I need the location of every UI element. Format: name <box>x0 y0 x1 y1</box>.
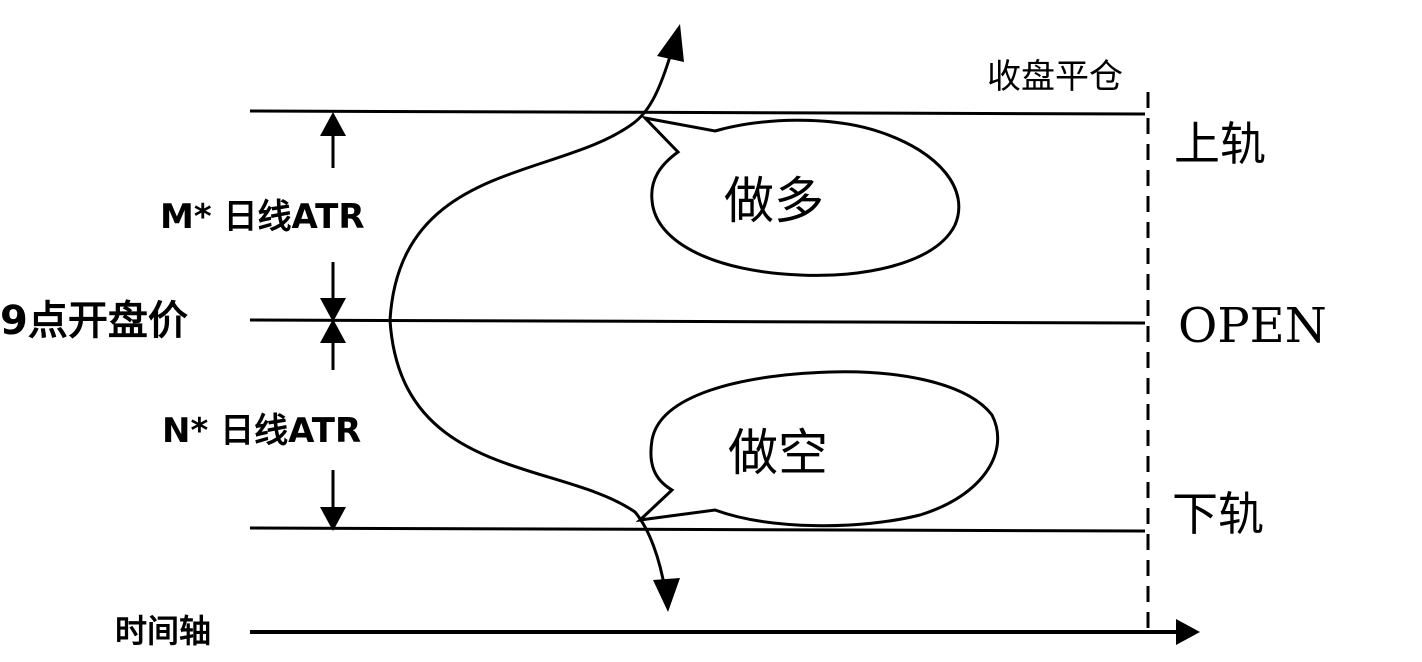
open-label: OPEN <box>1178 298 1327 354</box>
time-axis-label: 时间轴 <box>115 612 211 650</box>
short-speech-bubble <box>635 370 1000 528</box>
open-line <box>249 318 1146 325</box>
long-speech-bubble <box>640 115 961 277</box>
breakout-up-arrowhead <box>657 24 684 62</box>
lower-band-label: 下轨 <box>1172 487 1264 541</box>
upper-band-line <box>249 109 1146 116</box>
open-price-label: 9点开盘价 <box>0 298 188 344</box>
upper-band-label: 上轨 <box>1174 117 1266 171</box>
lower-band-line <box>249 526 1146 533</box>
close-position-label: 收盘平仓 <box>987 57 1123 97</box>
m-atr-label: M* 日线ATR <box>160 197 365 237</box>
n-atr-label: N* 日线ATR <box>162 411 361 451</box>
price-path-curve <box>388 49 674 591</box>
breakout-down-arrowhead <box>653 578 680 612</box>
go-short-label: 做空 <box>728 424 828 482</box>
go-long-label: 做多 <box>724 172 824 230</box>
